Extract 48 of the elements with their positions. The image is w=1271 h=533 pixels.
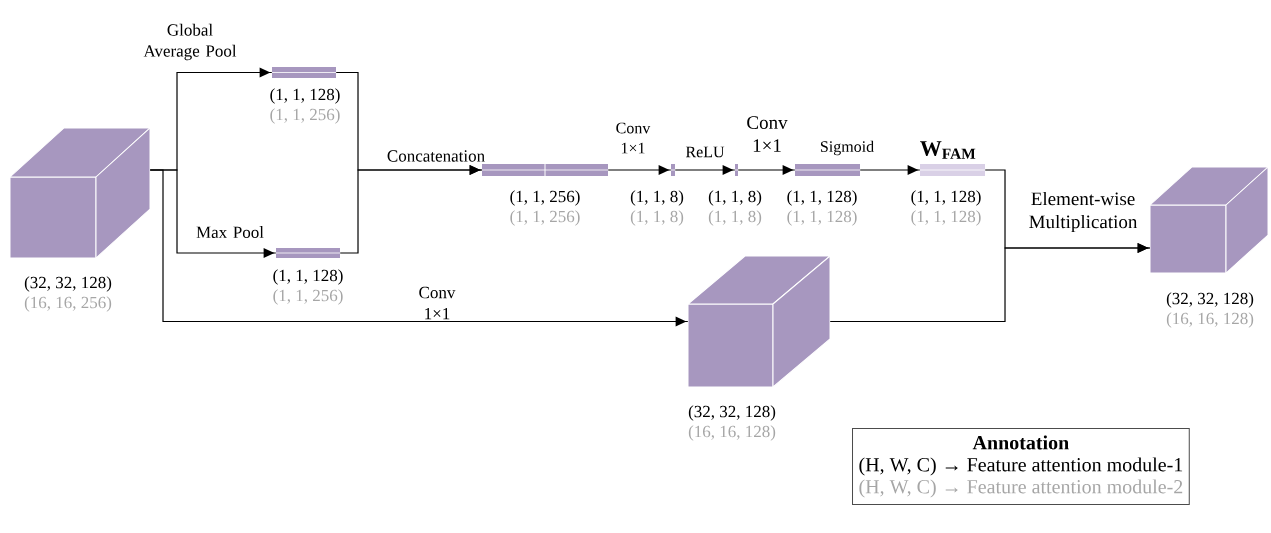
weight-label: W$_{FAM}$	[920, 141, 976, 159]
edge-label: Conv 1×1	[616, 122, 651, 154]
dimension-label: (1, 1, 256)	[273, 289, 343, 305]
dimension-label: (1, 1, 8)	[630, 210, 684, 226]
dimension-label: (1, 1, 128)	[787, 190, 857, 206]
dimension-label: (16, 16, 256)	[24, 296, 112, 312]
dimension-label: (1, 1, 256)	[510, 210, 580, 226]
edge-label: Global Average Pool	[143, 23, 237, 61]
dimension-label: (16, 16, 128)	[688, 425, 776, 441]
cube-block	[687, 255, 831, 388]
dimension-label: (1, 1, 128)	[787, 210, 857, 226]
dimension-label: (1, 1, 128)	[270, 88, 340, 104]
feature-bar	[794, 164, 861, 176]
feature-bar	[271, 67, 337, 78]
dimension-label: (1, 1, 128)	[911, 210, 981, 226]
arrow	[339, 165, 483, 254]
feature-bar	[481, 163, 609, 177]
arrow	[149, 169, 689, 327]
dimension-label: (16, 16, 128)	[1166, 312, 1254, 328]
edge-label: Conv 1×1	[419, 286, 456, 320]
edge-label: Concatenation	[387, 150, 485, 162]
dimension-label: (32, 32, 128)	[24, 276, 112, 292]
dimension-label: (1, 1, 8)	[630, 190, 684, 206]
cube-block	[9, 127, 151, 259]
dimension-label: (32, 32, 128)	[1166, 292, 1254, 308]
edge-label: Element-wise Multiplication	[1029, 191, 1138, 233]
dimension-label: (1, 1, 8)	[708, 190, 762, 206]
feature-bar	[670, 164, 676, 176]
arrow	[674, 165, 736, 176]
dimension-label: (32, 32, 128)	[688, 405, 776, 421]
arrow	[859, 165, 921, 176]
arrow	[829, 243, 1151, 323]
dimension-label: (1, 1, 256)	[270, 108, 340, 124]
dimension-label: (1, 1, 128)	[273, 269, 343, 285]
edge-label: ReLU	[685, 146, 725, 158]
edge-label: Sigmoid	[820, 140, 874, 156]
dimension-label: (1, 1, 128)	[911, 190, 981, 206]
feature-bar	[734, 164, 739, 176]
feature-bar	[919, 164, 986, 176]
annotation-box: Annotation (H, W, C) → Feature attention module-1 (H, W, C) → Feature attention module-2	[852, 428, 1190, 505]
dimension-label: (1, 1, 256)	[510, 190, 580, 206]
edge-label: Max Pool	[196, 226, 264, 238]
feature-bar	[275, 248, 341, 258]
arrow	[607, 165, 672, 176]
dimension-label: (1, 1, 8)	[708, 210, 762, 226]
cube-block	[1149, 166, 1269, 274]
edge-label: Conv 1×1	[747, 116, 788, 152]
arrow	[737, 165, 796, 176]
